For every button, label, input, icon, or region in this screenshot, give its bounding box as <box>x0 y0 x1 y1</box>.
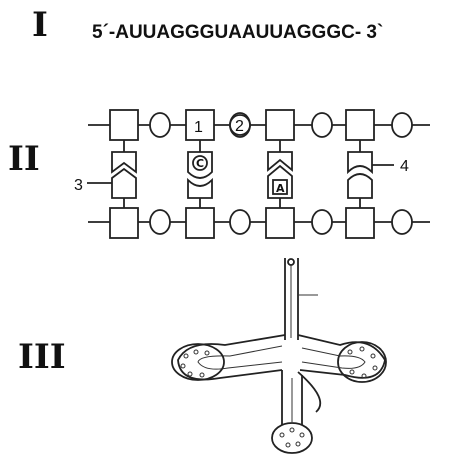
sugar-bottom-1 <box>109 207 139 239</box>
sugar-bottom-3 <box>265 207 295 239</box>
phosphate-bottom-3 <box>311 209 333 235</box>
top-strand <box>88 109 430 141</box>
panel-iii-numeral: III <box>18 337 66 377</box>
adenine-marker <box>272 179 288 195</box>
label-3: 3 <box>74 177 83 194</box>
callouts: 1 2 3 4 <box>74 114 409 194</box>
base-pair-4 <box>347 151 373 199</box>
phosphate-bottom-2 <box>229 209 251 235</box>
dna-double-strand-diagram: C A 1 2 3 4 <box>74 109 430 239</box>
sugar-bottom-4 <box>345 207 375 239</box>
sugar-top-1 <box>109 109 139 141</box>
rna-sequence: 5´-AUUAGGGUAAUUAGGGC- 3` <box>92 22 383 43</box>
sugar-top-4 <box>345 109 375 141</box>
base-pair-3: A <box>267 151 293 199</box>
cytosine-marker <box>192 155 208 171</box>
phosphate-bottom-4 <box>391 209 413 235</box>
panel-i-numeral: I <box>32 5 48 45</box>
base-pair-2: C <box>187 151 213 199</box>
panel-ii-numeral: II <box>8 139 40 179</box>
label-4: 4 <box>400 158 409 175</box>
sugar-top-3 <box>265 109 295 141</box>
adenine-label: A <box>276 182 285 195</box>
sugar-bottom-2 <box>185 207 215 239</box>
label-1: 1 <box>194 119 203 136</box>
phosphate-bottom-1 <box>149 209 171 235</box>
label-2: 2 <box>235 118 244 135</box>
base-pair-1 <box>111 151 137 199</box>
trna-cloverleaf <box>171 258 387 454</box>
phosphate-top-1 <box>149 112 171 138</box>
phosphate-top-3 <box>311 112 333 138</box>
phosphate-top-4 <box>391 112 413 138</box>
base-connectors <box>123 140 361 208</box>
bottom-strand <box>88 207 430 239</box>
cytosine-label: C <box>196 157 204 170</box>
